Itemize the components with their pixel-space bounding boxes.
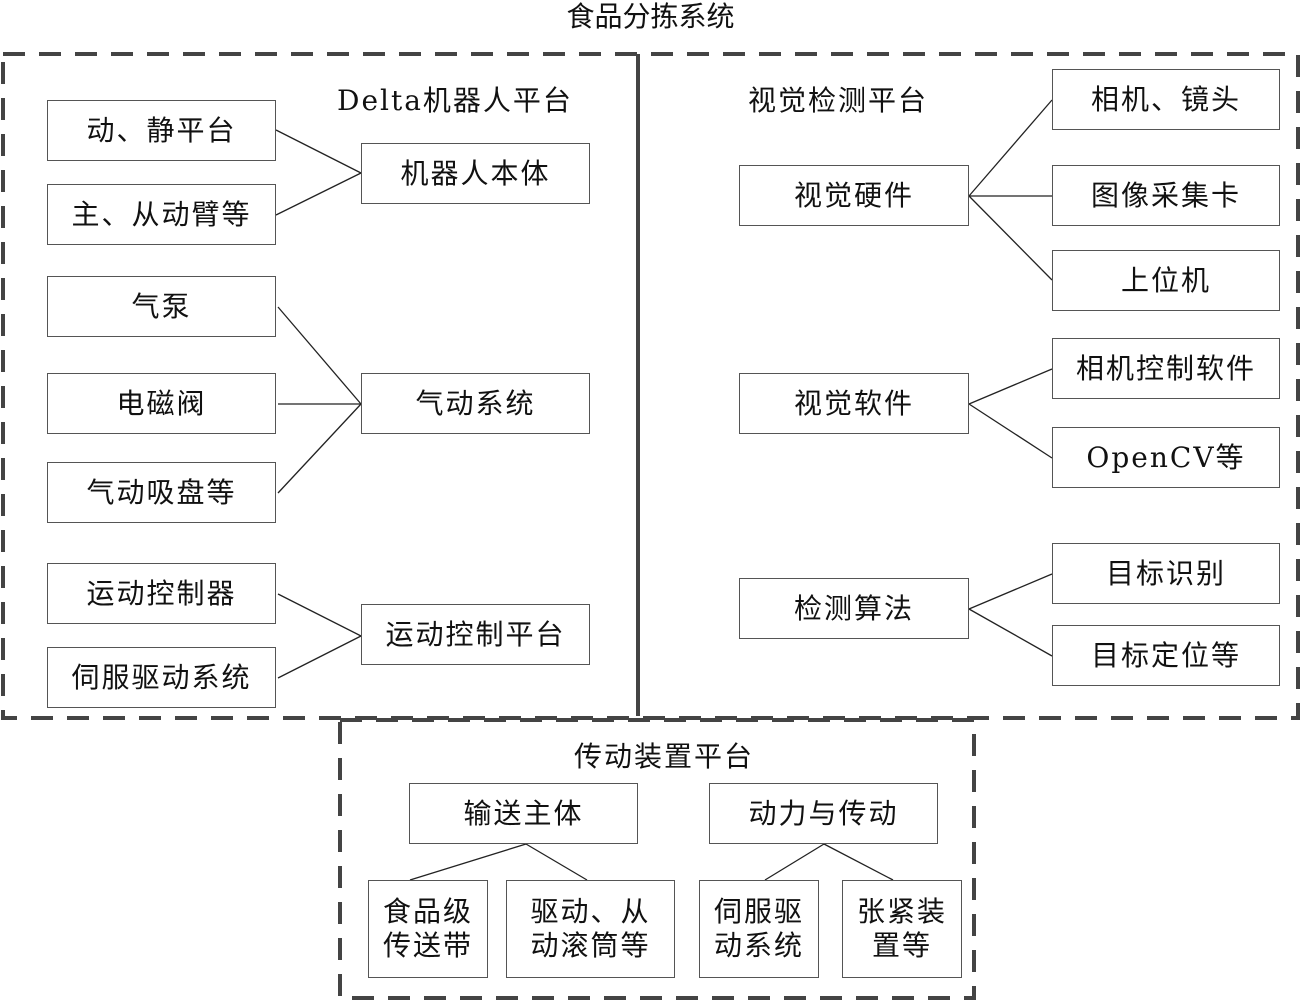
node-conveyor-body: 输送主体 xyxy=(409,783,638,844)
connector xyxy=(968,99,1053,197)
node-robot-body: 机器人本体 xyxy=(361,143,590,204)
connector xyxy=(525,843,588,881)
node-line: 置等 xyxy=(871,929,932,962)
node-active-passive-arms: 主、从动臂等 xyxy=(47,184,276,245)
connector xyxy=(764,843,825,881)
node-detection-algorithm: 检测算法 xyxy=(739,578,969,639)
connector xyxy=(277,635,362,679)
connector xyxy=(409,843,527,881)
node-solenoid-valve: 电磁阀 xyxy=(47,373,276,434)
node-suction-cup: 气动吸盘等 xyxy=(47,462,276,523)
connector xyxy=(277,306,362,405)
node-drive-rollers: 驱动、从 动滚筒等 xyxy=(506,880,675,978)
connector xyxy=(968,403,1053,459)
connector xyxy=(277,403,362,494)
node-line: 动滚筒等 xyxy=(530,929,651,962)
delta-robot-platform-title: Delta机器人平台 xyxy=(337,84,573,117)
node-line: 动系统 xyxy=(713,929,804,962)
connector xyxy=(968,368,1053,405)
connector xyxy=(968,608,1053,657)
node-camera-control-software: 相机控制软件 xyxy=(1052,338,1280,399)
node-tensioner: 张紧装 置等 xyxy=(842,880,962,978)
node-vision-software: 视觉软件 xyxy=(739,373,969,434)
node-moving-static-platform: 动、静平台 xyxy=(47,100,276,161)
node-servo-drive-system: 伺服驱动系统 xyxy=(47,647,276,708)
connector xyxy=(277,593,362,637)
bottom-section-frame xyxy=(338,718,976,1000)
node-line: 传送带 xyxy=(382,929,473,962)
connector xyxy=(968,573,1053,610)
node-camera-lens: 相机、镜头 xyxy=(1052,69,1280,130)
node-motion-control-platform: 运动控制平台 xyxy=(361,604,590,665)
node-motion-controller: 运动控制器 xyxy=(47,563,276,624)
node-vision-hardware: 视觉硬件 xyxy=(739,165,969,226)
connector xyxy=(275,172,362,216)
node-food-grade-belt: 食品级 传送带 xyxy=(368,880,488,978)
connector xyxy=(968,195,1053,281)
node-line: 食品级 xyxy=(382,895,473,928)
top-section-frame xyxy=(1,52,1300,720)
vision-inspection-platform-title: 视觉检测平台 xyxy=(748,84,929,117)
node-pneumatic-system: 气动系统 xyxy=(361,373,590,434)
node-servo-drive: 伺服驱 动系统 xyxy=(699,880,819,978)
node-host-computer: 上位机 xyxy=(1052,250,1280,311)
node-line: 张紧装 xyxy=(856,895,947,928)
node-line: 驱动、从 xyxy=(530,895,651,928)
diagram-title: 食品分拣系统 xyxy=(566,0,735,33)
node-target-localization: 目标定位等 xyxy=(1052,625,1280,686)
connector xyxy=(275,129,362,174)
node-opencv: OpenCV等 xyxy=(1052,427,1280,488)
node-air-pump: 气泵 xyxy=(47,276,276,337)
node-target-recognition: 目标识别 xyxy=(1052,543,1280,604)
node-line: 伺服驱 xyxy=(713,895,804,928)
connector xyxy=(823,843,894,881)
transmission-platform-title: 传动装置平台 xyxy=(574,740,755,773)
node-power-transmission: 动力与传动 xyxy=(709,783,938,844)
node-frame-grabber: 图像采集卡 xyxy=(1052,165,1280,226)
